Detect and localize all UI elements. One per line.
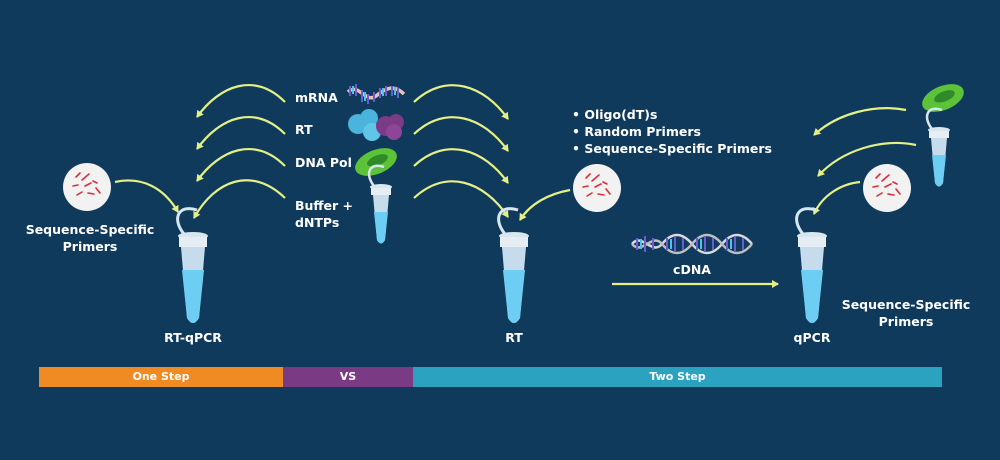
tube-icon [497,207,531,325]
right-primers-label: Sequence-Specific Primers [841,297,971,329]
tube-icon [367,164,394,245]
left-primers-label: Sequence-Specific Primers [25,222,155,254]
arrow-icon [413,84,571,221]
rt-enzyme-icon [348,109,404,141]
tube-label-rt-qpcr: RT-qPCR [164,330,222,345]
timeline-two-step: Two Step [413,367,942,387]
timeline-one-step: One Step [39,367,283,387]
cdna-label: cDNA [673,262,711,277]
arrow-icon [114,84,286,219]
rt-primer-option: Oligo(dT)s [572,106,772,123]
rt-primer-option: Random Primers [572,123,772,140]
dna-pol-icon [918,78,968,118]
reagent-label-mrna: mRNA [295,90,338,105]
reagent-label-dna-pol: DNA Pol [295,155,352,170]
rt-primer-options: Oligo(dT)s Random Primers Sequence-Speci… [572,106,772,157]
primer-circle-icon [62,162,112,212]
tube-icon [795,207,829,325]
primer-circle-icon [862,163,912,213]
timeline-vs: VS [283,367,413,387]
tube-label-qpcr: qPCR [793,330,831,345]
rt-primer-option: Sequence-Specific Primers [572,140,772,157]
dna-pol-icon [351,142,401,182]
reagent-label-rt: RT [295,122,313,137]
reagent-label-buffer: Buffer + dNTPs [295,198,354,230]
cdna-helix-icon [631,233,753,255]
primer-circle-icon [572,163,622,213]
arrow-icon [812,107,917,215]
tube-icon [925,107,952,188]
tube-label-rt: RT [505,330,523,345]
mrna-strand-icon [346,84,406,104]
tube-icon [176,207,210,325]
